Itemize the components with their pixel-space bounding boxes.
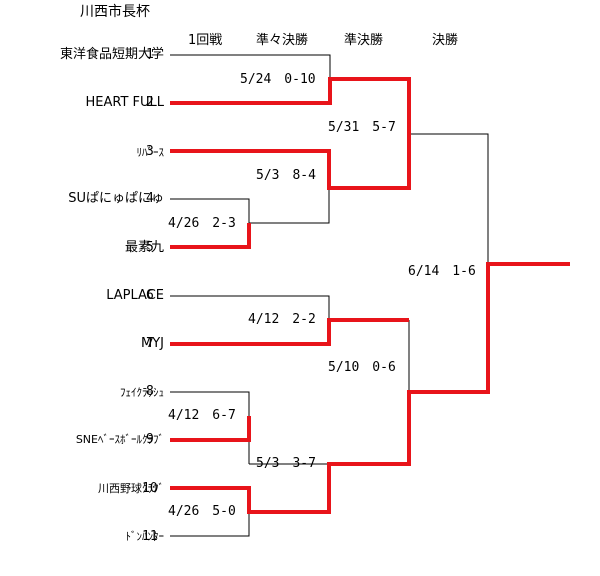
team-name-5: 最素九 xyxy=(124,240,164,255)
team-name-10: 川西野球ｸﾗﾌﾞ xyxy=(98,482,164,495)
result-final: 6/14 1-6 xyxy=(408,264,476,279)
bracket-line-team8 xyxy=(170,391,250,416)
team-name-4: SUぱにゅぱにゅ xyxy=(68,191,164,206)
round-label-semifinal: 準決勝 xyxy=(344,33,384,48)
team-seed-5: 5 xyxy=(146,240,154,255)
round-label-first: 1回戦 xyxy=(188,33,223,48)
team-seed-8: 8 xyxy=(146,384,154,399)
team-name-8: ﾌｪｲｸﾗｯｼｭ xyxy=(120,386,164,399)
bracket-line-sf-top xyxy=(409,133,489,264)
team-seed-3: 3 xyxy=(146,144,154,159)
team-seed-2: 2 xyxy=(146,95,154,110)
bracket-line-team11 xyxy=(170,512,250,537)
result-r1-8v9: 4/12 6-7 xyxy=(168,408,236,423)
result-qf-1v2: 5/24 0-10 xyxy=(240,72,316,87)
winner-path-team5 xyxy=(170,223,251,249)
team-name-9: SNEﾍﾞｰｽﾎﾞｰﾙｸﾗﾌﾞ xyxy=(75,433,164,446)
team-seed-4: 4 xyxy=(146,191,154,206)
team-name-3: ﾘﾊﾞｰｽ xyxy=(136,146,165,159)
bracket-line-team6 xyxy=(170,295,330,320)
round-label-quarterfinal: 準々決勝 xyxy=(256,33,309,48)
result-qf-3v45: 5/3 8-4 xyxy=(256,168,316,183)
bracket-line-team4 xyxy=(170,198,250,223)
team-seed-11: 11 xyxy=(142,529,158,544)
team-name-7: MYJ xyxy=(141,336,164,351)
result-sf-top: 5/31 5-7 xyxy=(328,120,396,135)
result-sf-bottom: 5/10 0-6 xyxy=(328,360,396,375)
team-name-6: LAPLACE xyxy=(106,288,164,303)
team-seed-1: 1 xyxy=(146,47,154,62)
winner-path-team2 xyxy=(170,77,411,134)
result-qf-6v7: 4/12 2-2 xyxy=(248,312,316,327)
result-r1-4v5: 4/26 2-3 xyxy=(168,216,236,231)
team-seed-6: 6 xyxy=(146,288,154,303)
winner-path-team3 xyxy=(170,134,411,190)
team-seed-9: 9 xyxy=(146,432,154,447)
winner-path-team9 xyxy=(170,416,251,442)
team-seed-10: 10 xyxy=(142,481,158,496)
bracket-line-team45 xyxy=(249,188,330,224)
team-seed-7: 7 xyxy=(146,336,154,351)
team-name-2: HEART FULL xyxy=(85,95,164,110)
result-qf-89v1011: 5/3 3-7 xyxy=(256,456,316,471)
result-r1-10v11: 4/26 5-0 xyxy=(168,504,236,519)
winner-path-team7 xyxy=(170,318,409,346)
winner-path-team10 xyxy=(170,262,570,514)
tournament-title: 川西市長杯 xyxy=(80,4,150,20)
round-label-final: 決勝 xyxy=(432,33,459,48)
bracket-line-team1 xyxy=(170,54,331,79)
team-name-11: ﾄﾞﾝﾊﾝﾀｰ xyxy=(125,530,165,543)
team-name-1: 東洋食品短期大学 xyxy=(59,47,164,62)
